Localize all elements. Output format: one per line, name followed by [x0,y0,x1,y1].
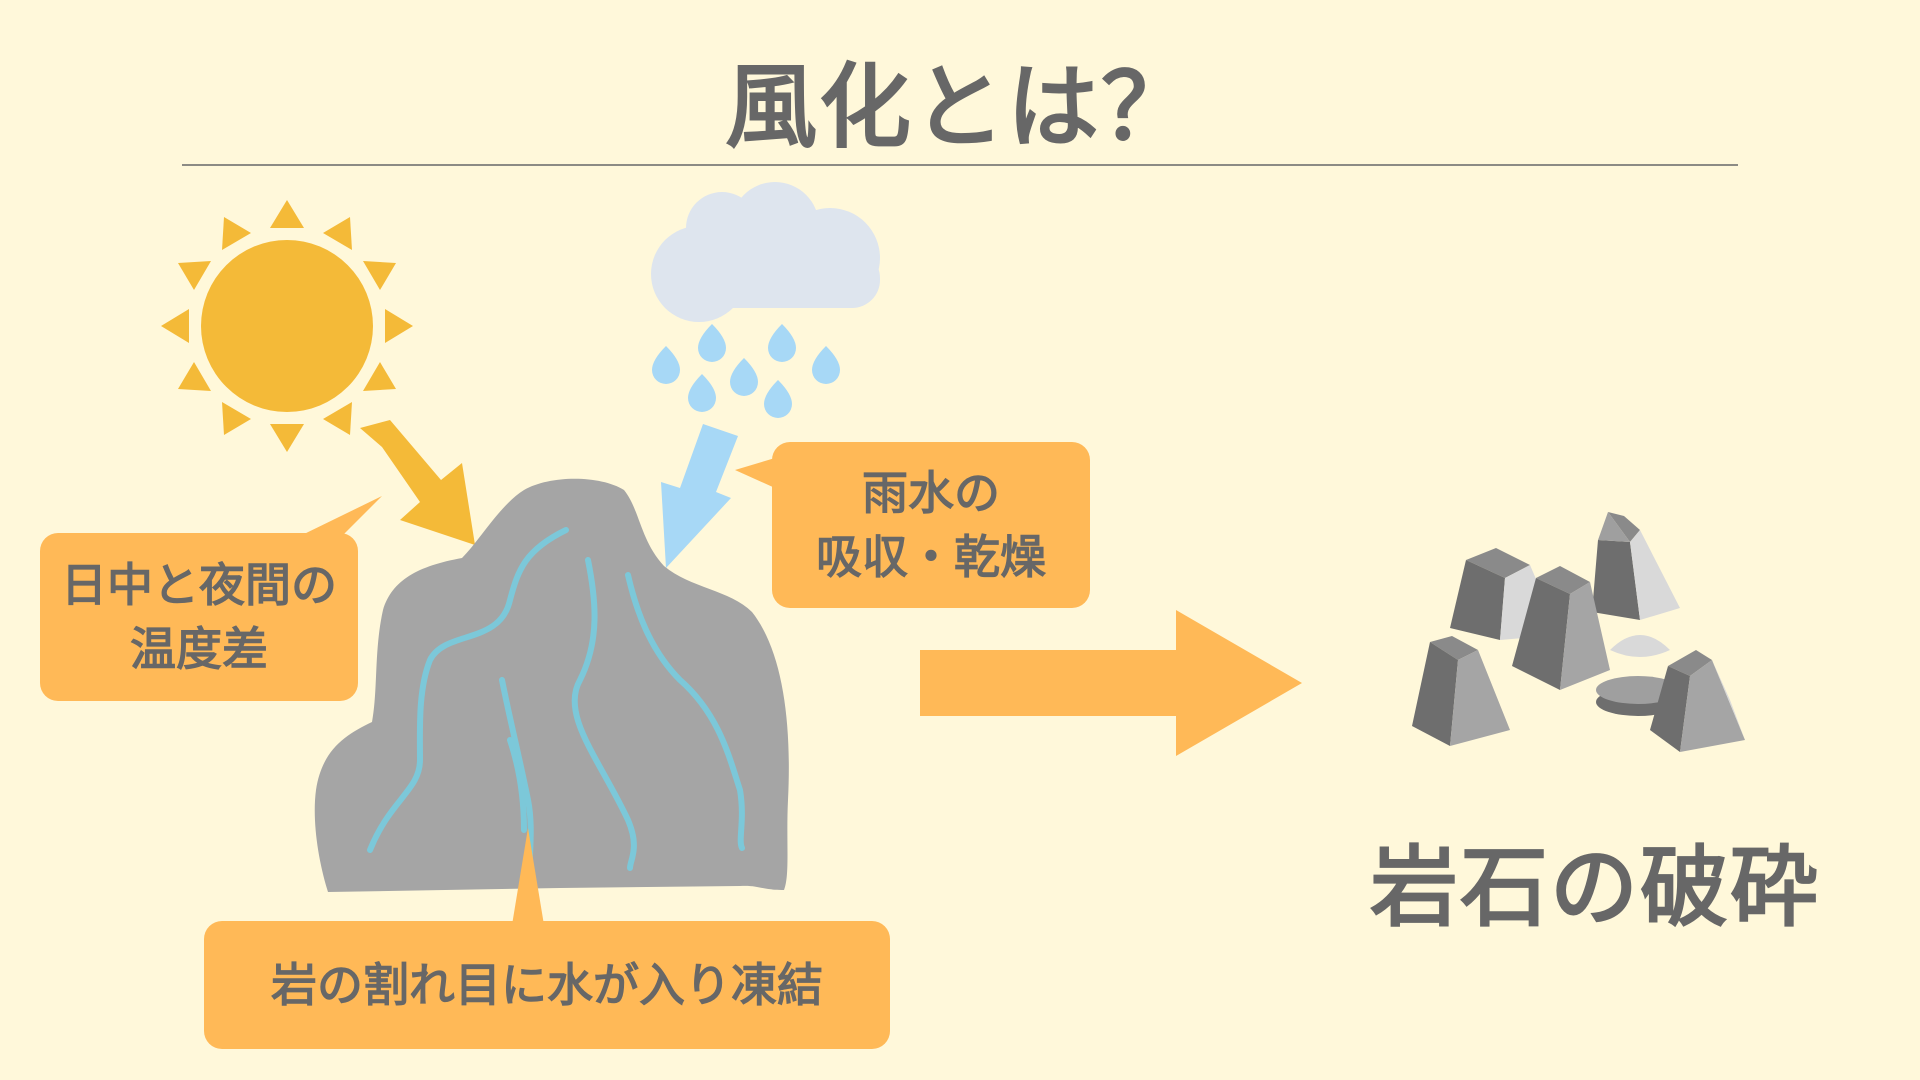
callout-freeze [204,828,890,1049]
temperature-difference-label: 日中と夜間の 温度差 [40,533,358,701]
temperature-label-line-2: 温度差 [130,622,268,676]
rock-fragments-icon [1412,512,1745,752]
callout-rain [735,442,1090,608]
callout-temperature [40,496,382,701]
rain-cloud-icon [651,182,880,418]
arrow-right-icon [920,610,1302,756]
rain-absorption-label: 雨水の 吸収・乾燥 [772,442,1090,608]
rain-label-line-2: 吸収・乾燥 [816,530,1046,584]
sun-heat-arrow [360,420,475,545]
temperature-label-line-1: 日中と夜間の [61,558,337,612]
rain-arrow [661,424,738,568]
rain-label-line-1: 雨水の [862,466,1000,520]
page-title: 風化とは？ [724,54,1195,161]
rock-icon [314,478,789,892]
sun-icon [161,200,413,452]
freezing-label: 岩の割れ目に水が入り凍結 [271,958,823,1012]
result-label: 岩石の破砕 [1369,836,1820,939]
